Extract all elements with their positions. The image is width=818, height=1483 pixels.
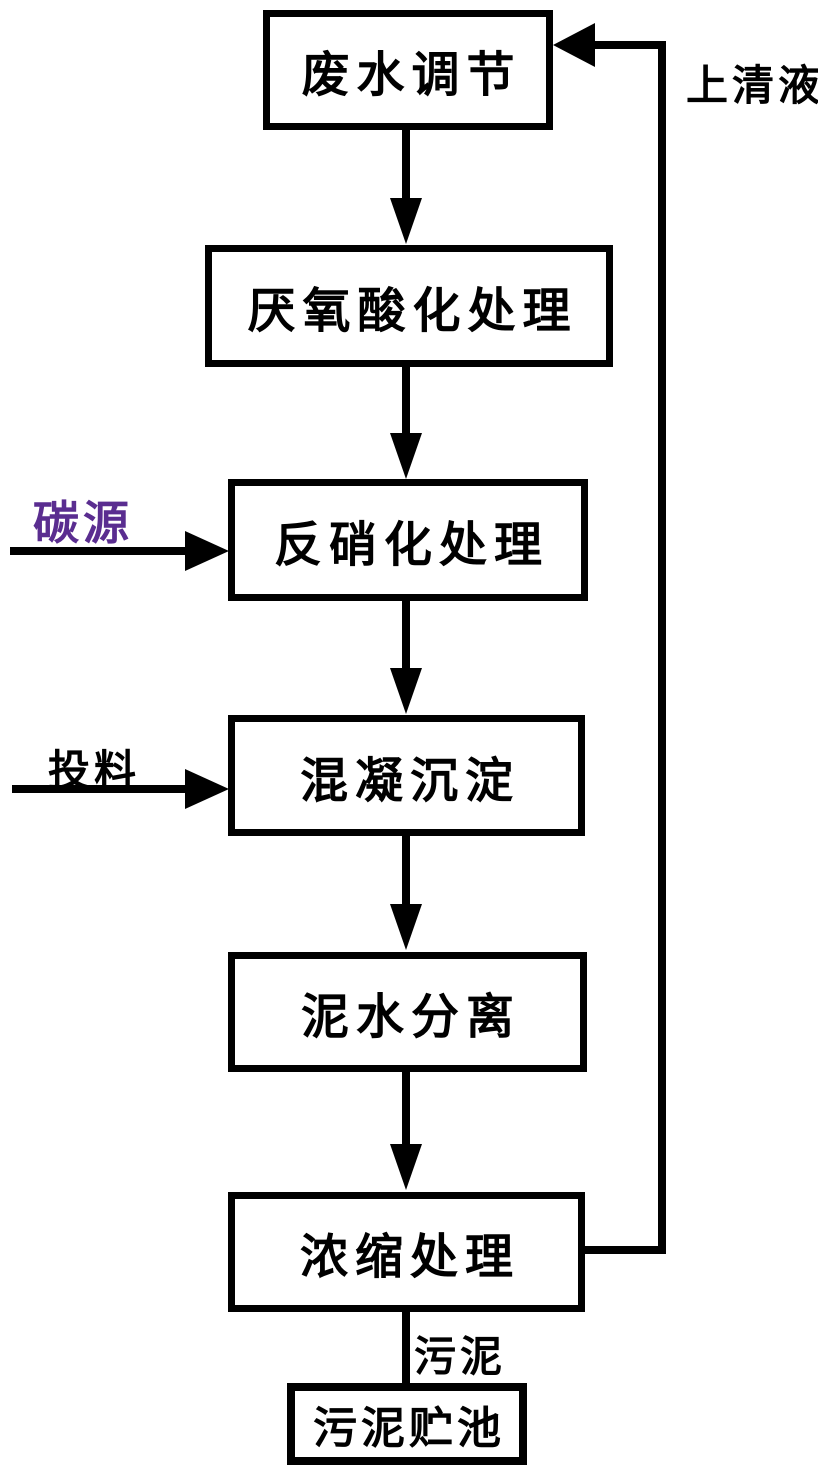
edge-separation-to-thickening-arrowhead-icon [390,1144,422,1190]
edge-separation-to-thickening-line [402,1072,410,1146]
node-thickening: 浓缩处理 [228,1192,585,1312]
node-coagulation-settle-label: 混凝沉淀 [299,752,520,809]
carbon-source-arrowhead-icon [185,531,229,571]
node-anaerobic-acidify-label: 厌氧酸化处理 [247,283,578,339]
node-thickening-label: 浓缩处理 [299,1229,520,1285]
edge-coagulation-to-separation-line [402,836,410,906]
node-wastewater-adjust: 废水调节 [263,10,553,130]
edge-adjust-to-anaerobic-arrowhead-icon [390,198,422,244]
recycle-loop-vertical-line [658,41,666,1254]
node-coagulation-settle: 混凝沉淀 [228,715,585,836]
sludge-edge-label: 污泥 [414,1332,507,1381]
feed-arrow-line [12,785,187,793]
supernatant-label: 上清液 [686,61,818,110]
node-mud-water-separate-label: 泥水分离 [300,989,521,1045]
edge-thickening-to-sludge-pool-line [402,1312,410,1383]
feed-label: 投料 [48,746,141,795]
node-denitrification-label: 反硝化处理 [273,517,549,573]
node-anaerobic-acidify: 厌氧酸化处理 [205,245,613,367]
node-wastewater-adjust-label: 废水调节 [301,47,522,103]
recycle-loop-arrowhead-icon [553,23,595,67]
edge-denitrification-to-coagulation-arrowhead-icon [390,668,422,714]
edge-anaerobic-to-denitrification-line [402,367,410,435]
recycle-loop-bottom-line [585,1246,666,1254]
node-sludge-storage-pool: 污泥贮池 [287,1383,527,1465]
recycle-loop-top-line [595,41,666,49]
edge-anaerobic-to-denitrification-arrowhead-icon [390,433,422,479]
carbon-source-arrow-line [10,547,187,555]
feed-arrowhead-icon [185,769,229,809]
edge-denitrification-to-coagulation-line [402,601,410,670]
carbon-source-label: 碳源 [33,496,133,550]
node-mud-water-separate: 泥水分离 [228,952,587,1072]
edge-coagulation-to-separation-arrowhead-icon [390,904,422,950]
node-sludge-storage-pool-label: 污泥贮池 [313,1403,505,1454]
node-denitrification: 反硝化处理 [228,479,588,601]
edge-adjust-to-anaerobic-line [402,130,410,200]
